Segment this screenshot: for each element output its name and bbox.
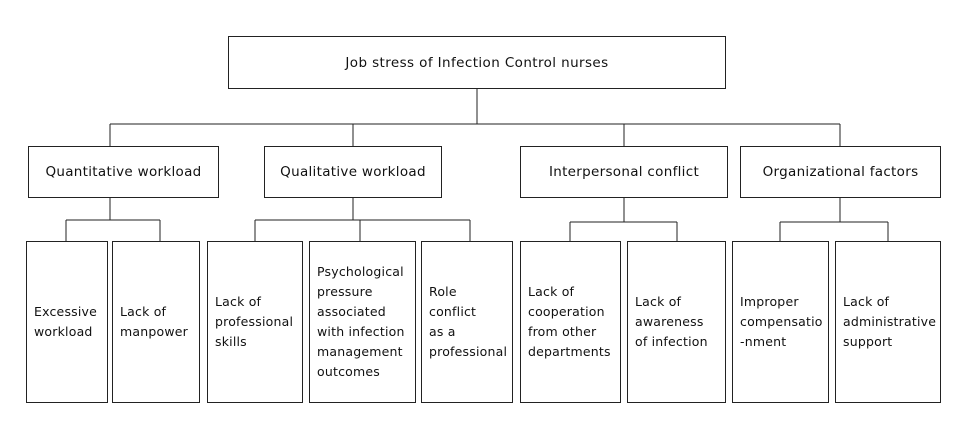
category-label: Qualitative workload <box>280 164 426 180</box>
category-label: Interpersonal conflict <box>548 164 700 180</box>
category-label: Organizational factors <box>762 164 919 180</box>
root-node-label: Job stress of Infection Control nurses <box>345 54 609 71</box>
category-label: Quantitative workload <box>45 164 202 180</box>
category-organizational-factors: Organizational factors <box>740 146 941 198</box>
category-qualitative-workload: Qualitative workload <box>264 146 442 198</box>
category-quantitative-workload: Quantitative workload <box>28 146 219 198</box>
category-interpersonal-conflict: Interpersonal conflict <box>520 146 728 198</box>
root-node: Job stress of Infection Control nurses <box>228 36 726 89</box>
